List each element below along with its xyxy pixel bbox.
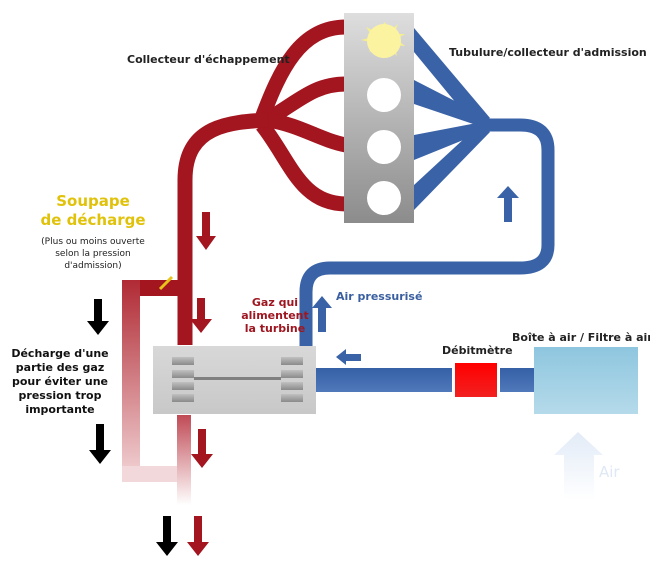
pressurized-air-pipe — [299, 118, 555, 350]
arrow-down-icon — [191, 429, 213, 468]
exhaust-runner-2 — [266, 76, 347, 125]
discharge-line: pour éviter une — [11, 375, 108, 388]
arrow-up-icon — [497, 186, 519, 222]
wastegate-note: (Plus ou moins ouverte selon la pression… — [18, 236, 168, 272]
exhaust-main-pipe — [177, 112, 269, 345]
turbine-gas-label: Gaz qui alimentent la turbine — [240, 296, 310, 335]
wastegate-note-line: d'admission) — [64, 261, 122, 271]
engine-block — [344, 13, 414, 223]
exhaust-manifold-label: Collecteur d'échappement — [127, 53, 290, 66]
turbine-gas-line: alimentent — [241, 309, 309, 322]
wastegate-title-line: de décharge — [40, 211, 146, 229]
flowmeter — [455, 363, 497, 397]
compressor-vanes — [281, 357, 303, 402]
air-label: Air — [599, 463, 620, 481]
exhaust-arrows — [187, 212, 216, 556]
pressurized-air-label: Air pressurisé — [336, 290, 423, 303]
turbine-vanes — [172, 357, 194, 402]
arrow-down-icon — [190, 298, 212, 333]
cylinder-1 — [367, 24, 401, 58]
intake-pipe-airbox — [500, 368, 536, 392]
turbine-gas-line: la turbine — [244, 322, 306, 335]
exhaust-runner-4 — [256, 120, 347, 212]
cylinder-2 — [367, 78, 401, 112]
discharge-line: Décharge d'une — [11, 347, 109, 360]
bypass-bottom — [122, 466, 184, 482]
exhaust-runner-1 — [254, 19, 347, 121]
intake-arrows — [312, 186, 519, 365]
intake-pipe-turbo — [316, 368, 452, 392]
arrow-down-icon — [187, 516, 209, 556]
turbocharger — [153, 346, 316, 414]
cylinder-3 — [367, 130, 401, 164]
intake-runner-2 — [414, 80, 488, 127]
arrow-down-icon — [156, 516, 178, 556]
intake-manifold — [414, 28, 490, 210]
wastegate-title: Soupape de décharge — [18, 192, 168, 230]
intake-runner-4 — [414, 124, 490, 210]
intake-runner-1 — [414, 28, 490, 126]
turbine-gas-line: Gaz qui — [251, 296, 299, 309]
discharge-arrows — [87, 299, 178, 556]
air-intake-arrow-icon — [554, 432, 603, 500]
exhaust-runner-3 — [266, 112, 348, 153]
cylinder-4 — [367, 181, 401, 215]
discharge-line: partie des gaz — [15, 361, 105, 374]
wastegate-note-line: (Plus ou moins ouverte — [41, 237, 145, 247]
airbox-label: Boîte à air / Filtre à air — [512, 331, 650, 344]
airbox-filter — [534, 347, 638, 414]
discharge-line: importante — [25, 403, 95, 416]
exhaust-outlet-pipe — [177, 415, 191, 505]
intake-runner-3 — [414, 122, 488, 160]
arrow-left-icon — [336, 349, 361, 365]
discharge-label: Décharge d'une partie des gaz pour évite… — [6, 347, 114, 417]
exhaust-manifold — [177, 19, 348, 345]
wastegate-title-line: Soupape — [56, 192, 130, 210]
discharge-line: pression trop — [18, 389, 102, 402]
arrow-down-icon — [196, 212, 216, 250]
bypass-left-leg — [122, 280, 140, 480]
intake-manifold-label: Tubulure/collecteur d'admission — [449, 46, 647, 59]
arrow-down-icon — [89, 424, 111, 464]
arrow-down-icon — [87, 299, 109, 335]
wastegate-valve — [158, 275, 174, 291]
arrow-up-icon — [312, 296, 332, 332]
wastegate-bypass — [122, 275, 185, 482]
flowmeter-label: Débitmètre — [442, 344, 513, 357]
wastegate-note-line: selon la pression — [55, 249, 131, 259]
turbo-shaft — [194, 377, 281, 380]
